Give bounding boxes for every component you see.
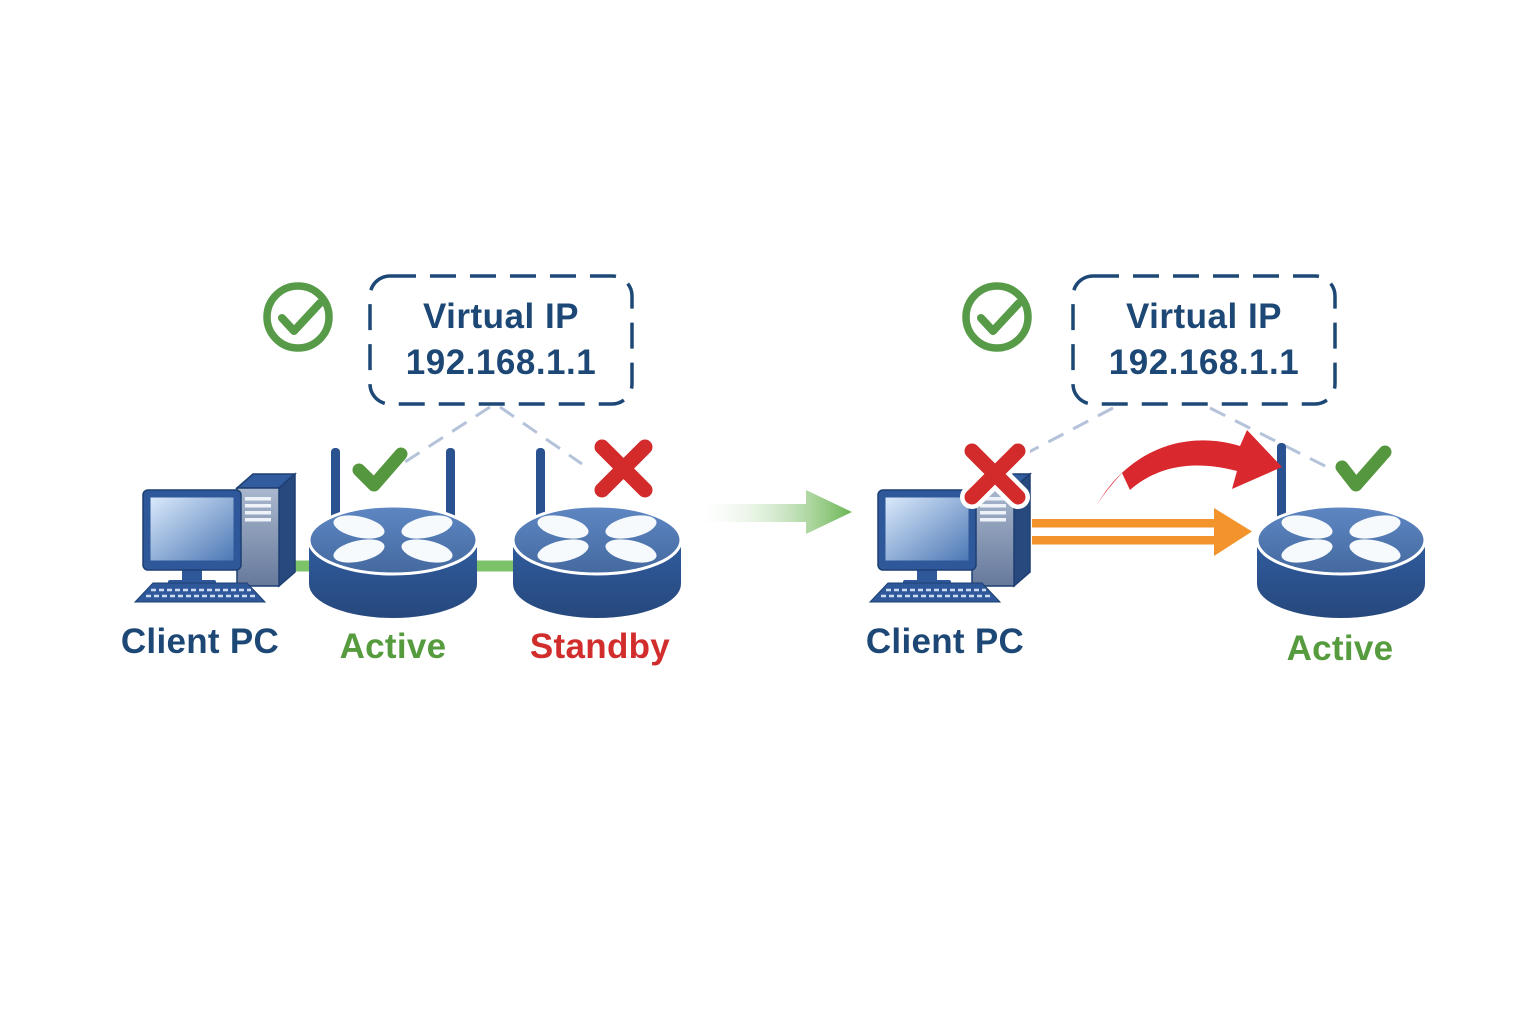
- virtual-ip-title: Virtual IP: [1125, 297, 1283, 336]
- virtual-ip-address: 192.168.1.1: [1108, 343, 1300, 382]
- standby-label: Standby: [529, 627, 671, 666]
- check-circle-icon-right: [962, 282, 1032, 352]
- router-icon-active-left: [307, 448, 479, 620]
- virtual-ip-callout-right: Virtual IP 192.168.1.1: [1073, 276, 1335, 404]
- cross-icon-standby: [594, 439, 653, 498]
- client-pc-label-right: Client PC: [865, 622, 1025, 661]
- flow-arrow-icon: [700, 490, 852, 534]
- failover-arrow-icon: [1097, 430, 1282, 505]
- client-pc-icon-left: [133, 472, 297, 604]
- virtual-ip-address: 192.168.1.1: [405, 343, 597, 382]
- active-label-left: Active: [339, 627, 447, 666]
- client-pc-label-left: Client PC: [120, 622, 280, 661]
- traffic-arrow-icon: [1032, 508, 1252, 556]
- check-circle-icon-left: [263, 282, 333, 352]
- cross-icon-client-pc: [960, 439, 1030, 509]
- virtual-ip-box-right: [1071, 274, 1337, 406]
- virtual-ip-callout-left: Virtual IP 192.168.1.1: [370, 276, 632, 404]
- active-label-right: Active: [1286, 629, 1394, 668]
- check-icon-active-left: [352, 447, 408, 492]
- virtual-ip-box-left: [368, 274, 634, 406]
- check-icon-active-right: [1335, 445, 1392, 492]
- virtual-ip-title: Virtual IP: [422, 297, 580, 336]
- router-icon-standby: [511, 448, 683, 620]
